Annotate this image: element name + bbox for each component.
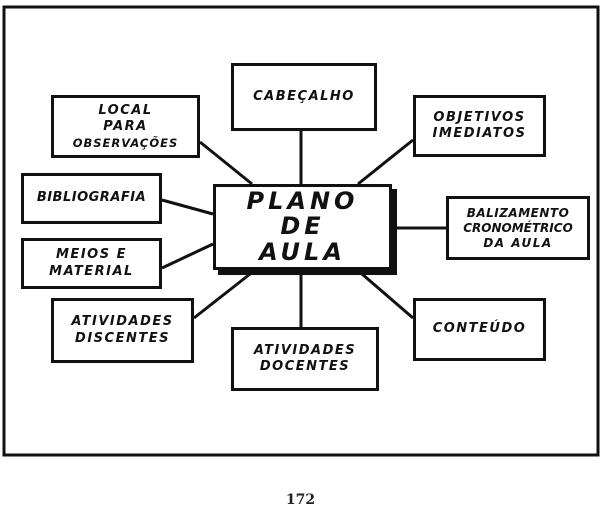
- node-text: CONTEÚDO: [432, 321, 527, 337]
- node-text: MEIOS E: [56, 247, 127, 263]
- node-bibliografia: BIBLIOGRAFIA: [21, 173, 162, 224]
- node-text: BALIZAMENTO: [466, 205, 570, 220]
- center-line: AULA: [259, 237, 346, 266]
- node-text: IMEDIATOS: [432, 126, 527, 141]
- connector-local: [199, 140, 253, 186]
- node-meios-material: MEIOS E MATERIAL: [21, 238, 162, 289]
- node-text: OBSERVAÇÕES: [72, 135, 179, 150]
- node-text: MATERIAL: [49, 263, 134, 279]
- node-local-observacoes: LOCAL PARA OBSERVAÇÕES: [51, 95, 200, 158]
- node-text: DISCENTES: [75, 330, 170, 346]
- connector-objetivos: [357, 138, 414, 186]
- connector-conteudo: [361, 272, 414, 320]
- node-balizamento: BALIZAMENTO CRONOMÉTRICO DA AULA: [446, 196, 590, 260]
- node-objetivos: OBJETIVOS IMEDIATOS: [413, 95, 546, 157]
- center-line: PLANO: [246, 187, 359, 216]
- node-atividades-discentes: ATIVIDADES DISCENTES: [51, 298, 194, 363]
- node-text: LOCAL: [98, 103, 153, 119]
- connector-discentes: [193, 272, 251, 320]
- node-text: DOCENTES: [259, 359, 351, 374]
- node-text: PARA: [103, 119, 148, 135]
- connector-meios: [161, 242, 214, 270]
- node-text: BIBLIOGRAFIA: [36, 190, 147, 206]
- node-text: DA AULA: [483, 235, 553, 250]
- node-text: CABEÇALHO: [253, 88, 355, 104]
- node-cabecalho: CABEÇALHO: [231, 63, 377, 131]
- connector-bibliografia: [161, 198, 214, 216]
- node-atividades-docentes: ATIVIDADES DOCENTES: [231, 327, 379, 391]
- node-conteudo: CONTEÚDO: [413, 298, 546, 361]
- center-node-plano-de-aula: PLANO DE AULA: [213, 184, 392, 270]
- connectors: [161, 131, 446, 327]
- node-text: ATIVIDADES: [253, 342, 357, 358]
- page-number: 172: [285, 492, 316, 508]
- outer-border: [2, 5, 600, 457]
- node-text: ATIVIDADES: [71, 314, 174, 330]
- node-text: OBJETIVOS: [433, 109, 526, 125]
- center-line: DE: [280, 212, 325, 241]
- node-text: CRONOMÉTRICO: [463, 220, 573, 235]
